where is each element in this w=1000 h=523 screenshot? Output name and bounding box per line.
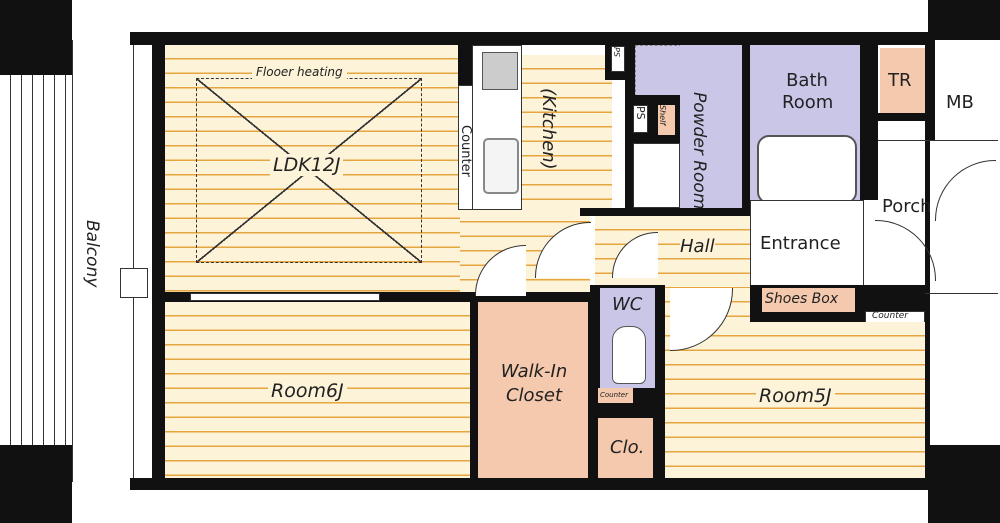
shelf: Shelf (658, 105, 675, 135)
entrance (750, 200, 864, 287)
wc-label: WC (612, 294, 643, 315)
walk-in-closet (478, 302, 588, 478)
kitchen-label: (Kitchen) (538, 88, 559, 170)
porch (878, 140, 998, 294)
ps-top: PS (611, 46, 625, 72)
wall-bath-left (742, 45, 750, 213)
hall-label: Hall (680, 236, 715, 257)
counter-wc-label: Counter (600, 391, 628, 399)
wall-left (152, 45, 165, 480)
room6-label: Room6J (268, 380, 347, 402)
ldk-label: LDK12J (270, 154, 344, 176)
pillar-bottom-right (928, 445, 1000, 523)
washbasin-icon (633, 143, 680, 208)
counter-entrance-label: Counter (872, 311, 908, 321)
sink-icon (483, 138, 519, 194)
wall-powder-left (625, 45, 635, 213)
laundry-pan (635, 45, 682, 97)
pillar-top-left (0, 0, 72, 75)
tr-label: TR (888, 70, 912, 91)
counter-wc (598, 388, 633, 403)
wall-porch-top (878, 113, 928, 121)
bath-room (750, 45, 860, 130)
stove-icon (482, 52, 518, 90)
kitchen-floor (520, 55, 612, 210)
balcony-label: Balcony (82, 220, 102, 288)
wall-top (130, 32, 928, 45)
floor-heating-label: Flooer heating (252, 65, 347, 79)
powder-room (680, 45, 742, 208)
ps-top-label: PS (612, 47, 621, 57)
toilet-icon (612, 326, 646, 384)
shoes-box-label: Shoes Box (765, 291, 839, 307)
wall-bath-right (860, 45, 878, 200)
room5-label: Room5J (756, 385, 835, 407)
ps-mid-label: PS (634, 106, 647, 120)
bathtub-icon (757, 135, 857, 204)
closet (598, 418, 653, 478)
walk-in-closet-label: Walk-In Closet (500, 361, 568, 406)
shelf-label: Shelf (658, 105, 667, 126)
entrance-label: Entrance (760, 233, 841, 254)
balcony-railing (0, 75, 72, 445)
wall-bottom (130, 478, 930, 490)
sliding-door[interactable] (190, 293, 380, 301)
closet-label: Clo. (610, 437, 645, 458)
counter-kitchen-label: Counter (458, 125, 473, 177)
pillar-top-right (928, 0, 1000, 40)
wall-mb (925, 40, 935, 140)
pillar-bottom-left (0, 445, 72, 523)
wall-kitchen (458, 45, 472, 85)
wall-ldk-bottom (165, 292, 595, 302)
bath-room-label: Bath Room (782, 70, 834, 113)
shoes-box (762, 288, 855, 312)
powder-room-label: Powder Room (689, 92, 709, 210)
porch-label: Porch (882, 196, 932, 217)
balcony (72, 40, 134, 482)
trunk-room (880, 48, 925, 113)
outdoor-unit (120, 268, 148, 298)
mb-label: MB (946, 92, 974, 113)
ps-mid: PS (633, 105, 648, 133)
wall-hall-top (580, 208, 750, 216)
